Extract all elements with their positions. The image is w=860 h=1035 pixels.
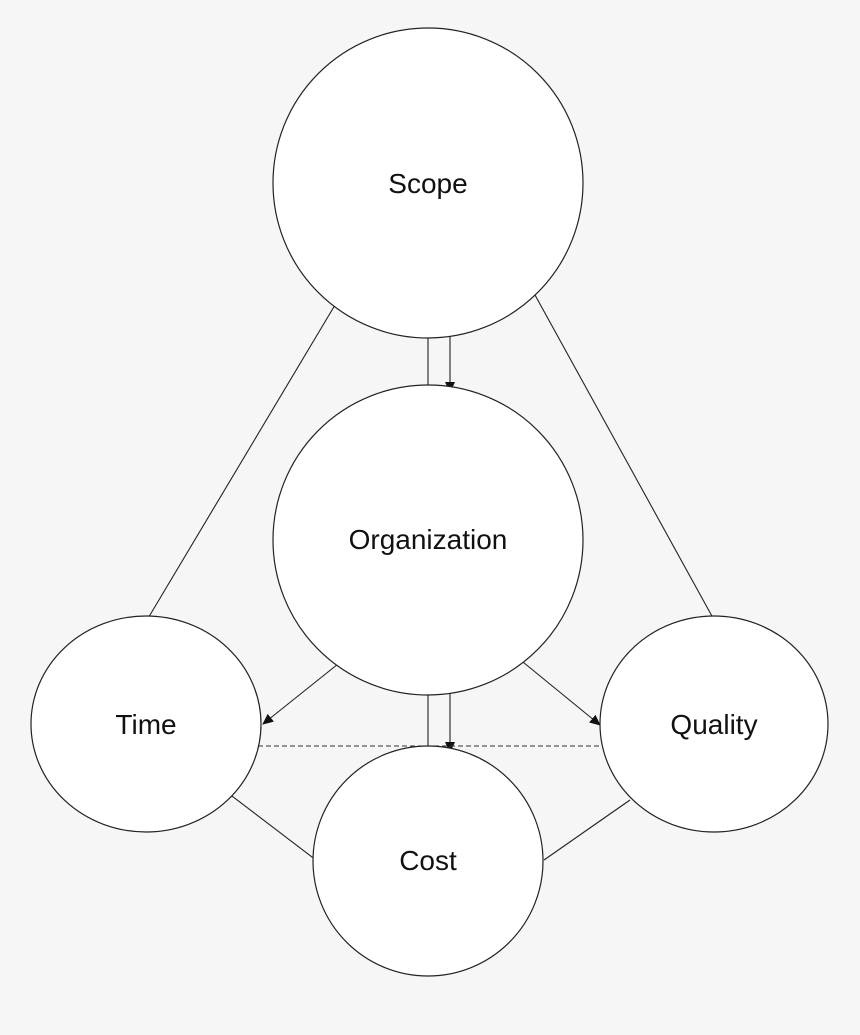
edges — [146, 294, 714, 861]
node-organization-circle — [272, 384, 584, 696]
edge-quality-cost — [543, 799, 631, 861]
node-quality: Quality — [599, 615, 829, 833]
node-organization-label: Organization — [349, 524, 508, 555]
node-cost-circle — [312, 745, 544, 977]
node-time-circle — [30, 615, 262, 833]
edge-organization-time-arrow — [262, 659, 344, 725]
node-scope-label: Scope — [388, 168, 467, 199]
node-cost-label: Cost — [399, 845, 457, 876]
node-quality-circle — [599, 615, 829, 833]
edge-scope-time — [146, 304, 336, 621]
node-quality-label: Quality — [670, 709, 757, 740]
node-time: Time — [30, 615, 262, 833]
node-cost: Cost — [312, 745, 544, 977]
node-scope-circle — [272, 27, 584, 339]
node-scope: Scope — [272, 27, 584, 339]
edge-organization-quality-arrow — [517, 657, 601, 726]
edge-time-cost — [231, 795, 317, 861]
node-time-label: Time — [115, 709, 176, 740]
edge-scope-quality — [534, 294, 714, 619]
node-organization: Organization — [272, 384, 584, 696]
